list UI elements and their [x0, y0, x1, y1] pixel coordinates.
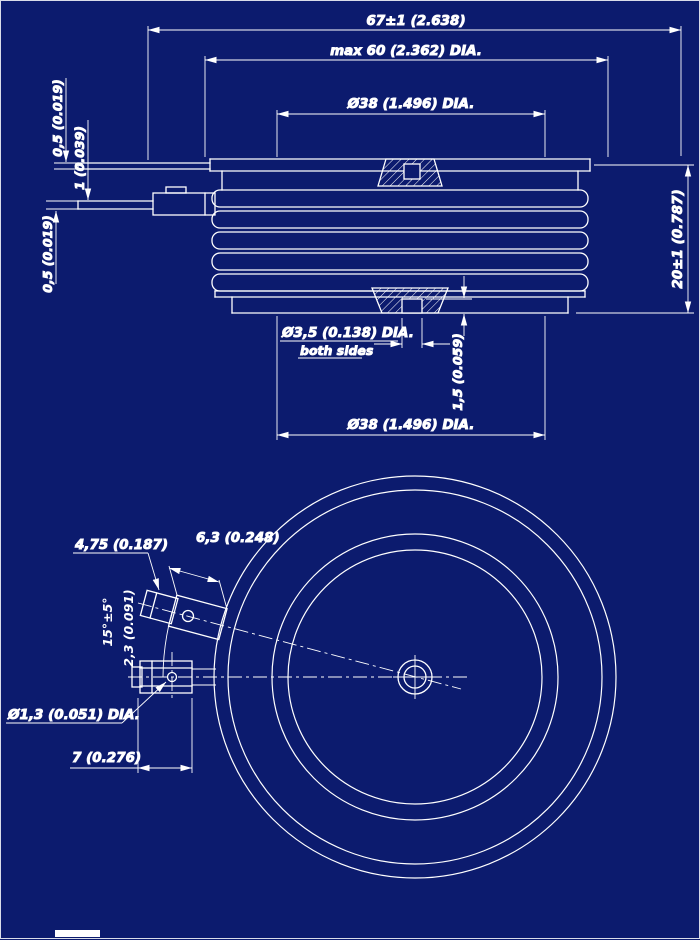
dim-lead-thickness-top-label: 0,5 (0.019) — [50, 79, 65, 156]
ceramic-fins — [211, 189, 589, 292]
dim-max-diameter: max 60 (2.362) DIA. — [204, 43, 609, 157]
gate-connector — [77, 186, 216, 216]
dim-tab-width-label: 6,3 (0.248) — [196, 530, 280, 546]
dim-lead-thickness-bottom: 0,5 (0.019) — [40, 200, 78, 293]
dim-gate-hole-depth: 1,5 (0.059) — [426, 276, 472, 411]
dim-tab-offset: 4,75 (0.187) — [73, 537, 169, 591]
dim-height: 20±1 (0.787) — [576, 164, 694, 314]
dim-lead-gap: 1 (0.039) — [72, 120, 92, 200]
top-gate-recess — [403, 163, 421, 180]
dim-lead-gap-label: 1 (0.039) — [72, 126, 87, 190]
dim-lead-thickness-bottom-label: 0,5 (0.019) — [40, 215, 55, 292]
dim-gate-hole: Ø3,5 (0.138) DIA. both sides — [280, 318, 450, 359]
dim-gate-hole-label: Ø3,5 (0.138) DIA. — [281, 325, 414, 341]
top-lead — [77, 162, 211, 170]
dim-pole-diameter-bottom-label: Ø38 (1.496) DIA. — [347, 417, 475, 433]
centerlines — [128, 602, 470, 702]
dim-pole-diameter-top: Ø38 (1.496) DIA. — [276, 96, 546, 157]
cathode-terminal-plan — [131, 660, 216, 694]
dim-pole-diameter-top-label: Ø38 (1.496) DIA. — [347, 96, 475, 112]
dim-tab-length-label: 7 (0.276) — [72, 750, 141, 766]
dim-height-label: 20±1 (0.787) — [670, 189, 686, 288]
dim-lead-thickness-top: 0,5 (0.019) — [50, 78, 78, 170]
angle-arc — [162, 611, 173, 678]
gate-tab-plan — [139, 589, 228, 641]
dim-max-diameter-label: max 60 (2.362) DIA. — [330, 43, 482, 59]
side-view: 67±1 (2.638) max 60 (2.362) DIA. Ø38 (1.… — [40, 13, 694, 440]
dim-tab-thickness-label: 2,3 (0.091) — [121, 589, 136, 666]
plan-view: 6,3 (0.248) 4,75 (0.187) 15°±5° 2,3 (0.0… — [6, 475, 617, 879]
dim-pole-diameter-bottom: Ø38 (1.496) DIA. — [276, 316, 546, 440]
device-side-elevation — [77, 158, 591, 314]
dim-hole-diameter: Ø1,3 (0.051) DIA. — [6, 681, 167, 724]
dim-gate-hole-note: both sides — [300, 343, 373, 358]
dim-tab-width: 6,3 (0.248) — [168, 530, 280, 610]
dim-overall-width-label: 67±1 (2.638) — [366, 13, 465, 29]
dim-gate-hole-depth-label: 1,5 (0.059) — [450, 333, 465, 410]
dim-lead-angle-label: 15°±5° — [100, 597, 115, 646]
frame-corner-mark — [55, 930, 100, 937]
dim-tab-offset-label: 4,75 (0.187) — [74, 537, 168, 553]
dim-overall-width: 67±1 (2.638) — [147, 13, 682, 160]
dim-hole-diameter-label: Ø1,3 (0.051) DIA. — [7, 707, 140, 723]
bottom-gate-hole — [401, 298, 423, 314]
dim-tab-length: 7 (0.276) — [70, 698, 193, 773]
